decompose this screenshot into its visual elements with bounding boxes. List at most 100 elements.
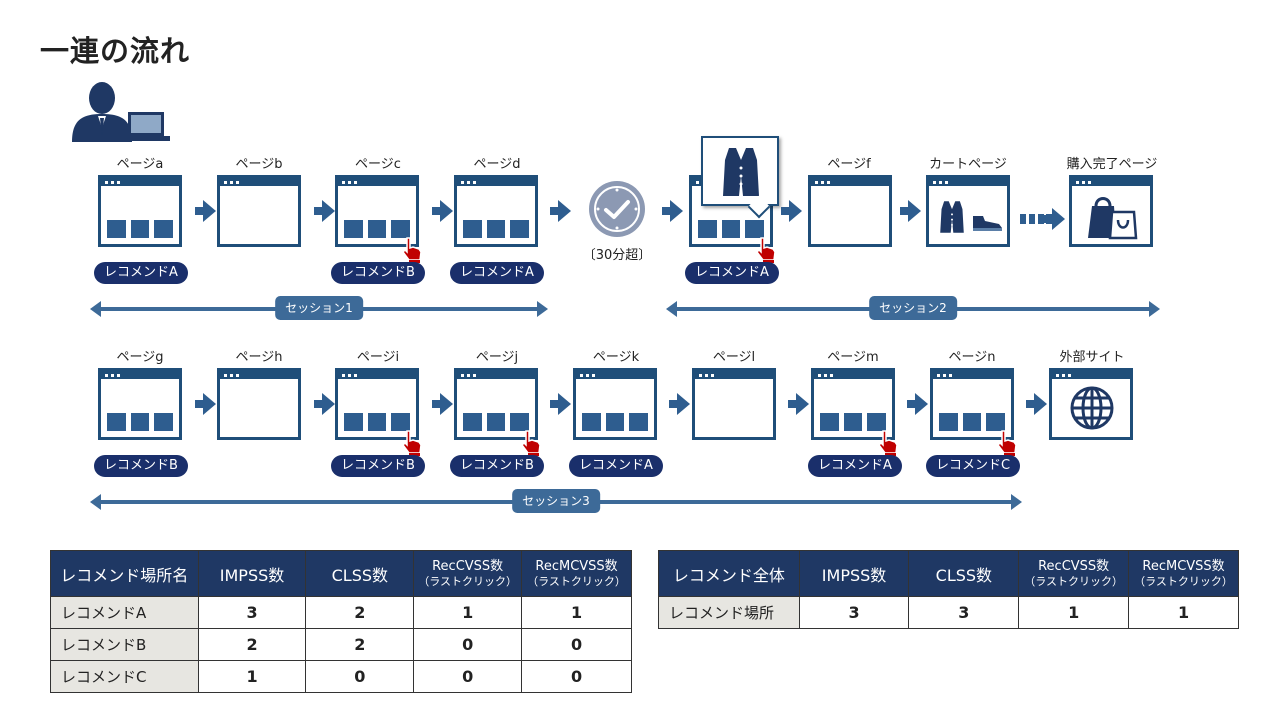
page-i [335,368,419,440]
page-f [808,175,892,247]
flow-arrow [195,393,216,415]
header-main: RecMCVSS数 [1142,559,1225,574]
globe-icon [1070,386,1114,430]
recommend-badge: レコメンドA [685,262,779,284]
header-sub: （ラストクリック） [1134,575,1233,588]
row-label: レコメンドA [50,596,199,629]
flow-arrow [195,200,216,222]
recommend-badge: レコメンドA [808,455,902,477]
table-cell: 3 [798,596,910,629]
page-j [454,368,538,440]
flow-arrow [788,393,809,415]
flow-arrow [900,200,921,222]
table-header: CLSS数 [305,550,415,597]
recommend-badge: レコメンドA [450,262,544,284]
row-label: レコメンド場所 [658,596,800,629]
table-header: RecCVSS数（ラストクリック） [413,550,523,597]
page-label-m: ページm [827,350,879,365]
page-label-c: ページc [355,157,401,172]
table-cell: 1 [521,596,632,629]
flow-arrow [550,200,571,222]
table-header: レコメンド全体 [658,550,800,597]
shopping-bag-icon [1088,197,1138,240]
table-cell: 1 [413,596,523,629]
table-cell: 0 [521,660,632,693]
header-main: RecCVSS数 [1038,559,1110,574]
header-sub: （ラストクリック） [527,575,626,588]
table-cell: 3 [197,596,307,629]
flow-arrow [907,393,928,415]
row-label: レコメンドC [50,660,199,693]
external-site [1049,368,1133,440]
vest-icon [723,148,759,196]
table-header: IMPSS数 [798,550,910,597]
purchase-complete-page [1069,175,1153,247]
table-cell: 0 [413,660,523,693]
table-cell: 2 [305,628,415,661]
table-row: レコメンド場所 3 3 1 1 [658,596,1239,629]
table-row: レコメンドA 3 2 1 1 [50,596,632,629]
recommended-item-popup [701,136,779,206]
page-label-j: ページj [475,350,519,365]
session-2-span: セッション2 [666,296,1160,320]
recommend-badge: レコメンドB [331,455,425,477]
table-cell: 0 [521,628,632,661]
page-label-f: ページf [827,157,871,172]
table-cell: 0 [305,660,415,693]
page-a [98,175,182,247]
page-label-external: 外部サイト [1059,350,1125,365]
page-label-b: ページb [235,157,283,172]
table-row: レコメンドC 1 0 0 0 [50,660,632,693]
table-cell: 1 [1018,596,1130,629]
session-3-span: セッション3 [90,489,1022,513]
page-label-d: ページd [473,157,521,172]
shoe-icon [973,216,1002,231]
table-cell: 0 [413,628,523,661]
table-header: RecMCVSS数（ラストクリック） [1128,550,1239,597]
header-sub: （ラストクリック） [1024,575,1124,588]
recommend-location-table: レコメンド場所名 IMPSS数 CLSS数 RecCVSS数（ラストクリック） … [50,550,632,693]
recommend-badge: レコメンドB [450,455,544,477]
cart-page [926,175,1010,247]
page-label-g: ページg [116,350,164,365]
flow-arrow [662,200,683,222]
row-label: レコメンドB [50,628,199,661]
recommend-badge: レコメンドA [569,455,663,477]
table-header: IMPSS数 [197,550,307,597]
page-label-k: ページk [592,350,640,365]
flow-arrow [432,393,453,415]
page-label-n: ページn [948,350,996,365]
recommend-overall-table: レコメンド全体 IMPSS数 CLSS数 RecCVSS数（ラストクリック） R… [658,550,1239,629]
user-at-laptop-icon [72,82,170,142]
table-row: レコメンドB 2 2 0 0 [50,628,632,661]
recommend-badge: レコメンドB [94,455,188,477]
click-hand-icon [402,237,422,263]
table-cell: 1 [197,660,307,693]
session-label: セッション1 [275,296,363,320]
page-label-i: ページi [356,350,400,365]
table-header: CLSS数 [908,550,1020,597]
page-c [335,175,419,247]
table-header: RecMCVSS数（ラストクリック） [521,550,632,597]
flow-arrow [550,393,571,415]
flow-arrow [1044,208,1065,230]
table-header: レコメンド場所名 [50,550,199,597]
page-label-cart: カートページ [929,157,1007,172]
click-hand-icon [521,430,541,456]
click-hand-icon [402,430,422,456]
table-cell: 1 [1128,596,1239,629]
page-g [98,368,182,440]
page-b [217,175,301,247]
session-1-span: セッション1 [90,296,548,320]
header-main: RecMCVSS数 [535,559,618,574]
click-hand-icon [997,430,1017,456]
table-cell: 2 [197,628,307,661]
page-m [811,368,895,440]
header-sub: （ラストクリック） [418,575,518,588]
recommend-badge: レコメンドC [926,455,1020,477]
flow-arrow [314,200,335,222]
click-hand-icon [878,430,898,456]
page-label-h: ページh [235,350,283,365]
flow-arrow [314,393,335,415]
page-n [930,368,1014,440]
